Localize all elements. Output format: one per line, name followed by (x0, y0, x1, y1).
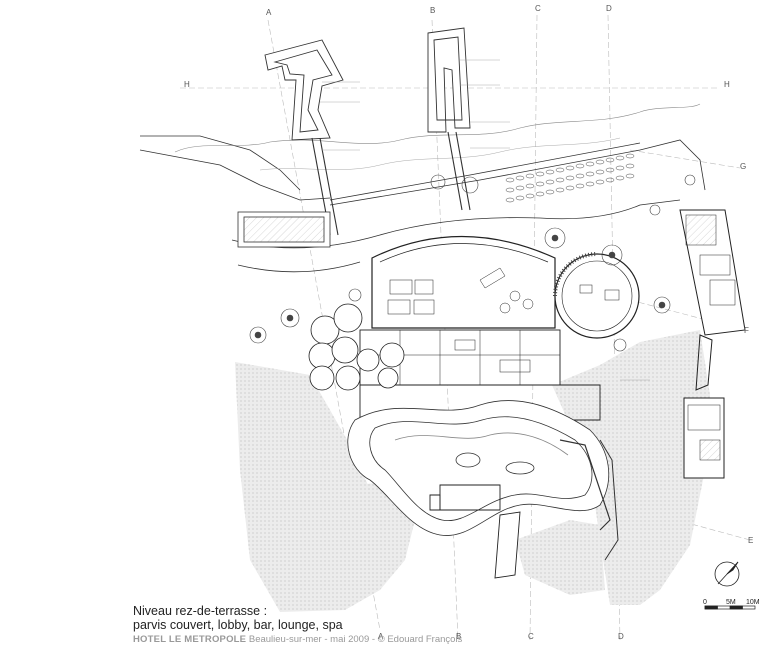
swimming-pool (237, 211, 331, 248)
grid-label-bottom-d: D (618, 632, 624, 641)
grid-label-top-a: A (266, 8, 272, 17)
sunbeds (505, 153, 635, 203)
scale-label-start: 0 (703, 599, 707, 606)
grid-label-right-f: F (744, 326, 749, 335)
grid-label-top-d: D (606, 4, 612, 13)
spa-cabins (308, 303, 405, 391)
terrain-shading (235, 330, 710, 612)
grid-label-right-e: E (748, 536, 754, 545)
entrance-ramps (429, 484, 521, 579)
plan-caption: Niveau rez-de-terrasse : parvis couvert,… (133, 604, 493, 646)
grid-label-right-g: G (740, 162, 747, 171)
trees (249, 174, 696, 352)
main-hall (371, 235, 556, 329)
round-spa (553, 252, 640, 339)
covered-forecourt (347, 400, 619, 561)
site-outline (139, 103, 706, 273)
grid-label-right-h: H (724, 80, 730, 89)
grid-label-bottom-b: B (456, 632, 462, 641)
grid-label-top-b: B (430, 6, 436, 15)
caption-hotel-name: HOTEL LE METROPOLE (133, 634, 247, 645)
caption-place-date: Beaulieu-sur-mer - mai 2009 - (248, 634, 378, 645)
pier-left (264, 39, 344, 236)
caption-author: © Edouard François (377, 634, 463, 645)
pier-right (427, 27, 471, 211)
north-arrow-icon (714, 561, 740, 587)
callout-leaders (320, 59, 650, 381)
caption-credit-line: HOTEL LE METROPOLE Beaulieu-sur-mer - ma… (133, 633, 493, 646)
caption-program: parvis couvert, lobby, bar, lounge, spa (133, 618, 343, 632)
caption-level: Niveau rez-de-terrasse : (133, 604, 268, 618)
scale-bar (704, 605, 756, 610)
grid-label-bottom-c: C (528, 632, 534, 641)
scale-label-mid: 5M (726, 599, 736, 606)
grid-label-left-h: H (184, 80, 190, 89)
grid-label-top-c: C (535, 4, 541, 13)
scale-label-end: 10M (746, 599, 760, 606)
annex-east (679, 209, 746, 479)
grid-label-bottom-a: A (378, 632, 384, 641)
